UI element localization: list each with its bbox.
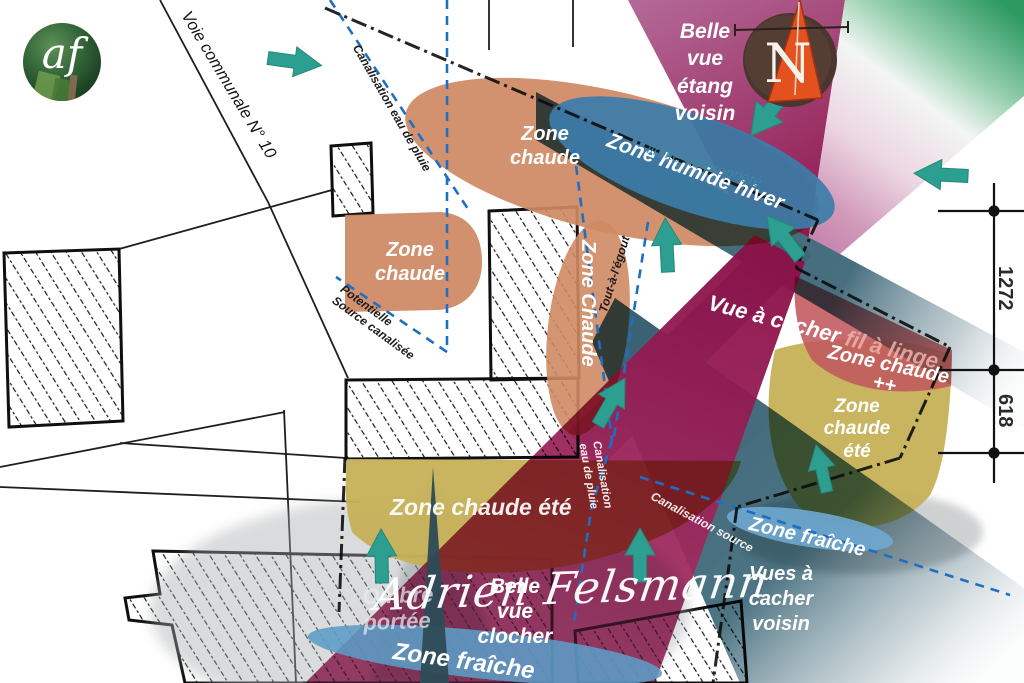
dim-dot [988,205,1000,217]
dim-dot [988,364,1000,376]
logo-initials: af [41,29,83,78]
pipe-source [639,475,1011,597]
limit-segment [711,506,739,683]
compass-axis [734,26,849,31]
dimension-lines [938,183,1024,483]
dimension-1272: 1272 [994,266,1016,311]
zone-chaude-left-shape [345,212,482,312]
designer-logo: af [23,23,101,101]
limit-segment [898,346,952,459]
property-limit [324,6,952,683]
flow-arrows [266,45,969,584]
arrow-up-center [650,217,683,273]
arrow-road [266,45,323,78]
arrow-up-left-ellipse [766,214,806,263]
beam-corner-green-pink [806,0,1024,278]
limit-segment [324,6,819,222]
compass-needle-line [794,1,800,96]
building-small-north [329,141,375,218]
dim-dot [988,447,1000,459]
parcel-line [0,486,361,503]
pipes-dashed [328,0,1011,629]
arrow-south-mid [624,526,656,583]
church-spire-silhouette [420,467,449,683]
compass-needle-icon [766,0,823,103]
parcel-line [0,411,286,468]
building-west [2,247,125,429]
parcel-line [118,189,333,250]
arrow-east [913,158,969,191]
parcel-line [119,442,347,459]
limit-segment [794,219,820,269]
road-edge [159,0,349,379]
pipe-rainwater-center [611,221,650,444]
arrow-south-west [365,527,398,584]
compass-rose: N [734,0,849,107]
zone-fraiche-bottom-shape [307,624,663,683]
dimension-618: 618 [994,394,1016,428]
arrow-zone-ete [807,443,836,494]
limit-segment [337,456,347,613]
arrow-mid [591,377,626,429]
pipe-rainwater-south [571,439,614,629]
compass-north-letter: N [764,32,811,95]
logo-path-shape [67,74,78,101]
pipe-source-canalisee [335,275,448,354]
